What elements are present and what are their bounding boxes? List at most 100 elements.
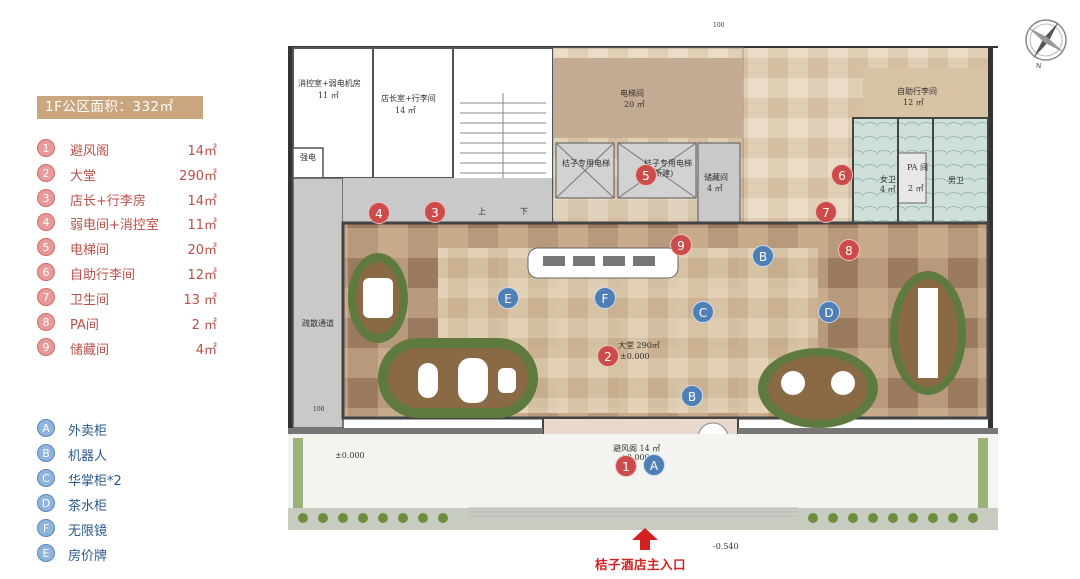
furniture-label: 房价牌: [68, 549, 108, 564]
area-number: 1: [37, 139, 55, 157]
room-area-self-luggage: 12 ㎡: [903, 98, 924, 107]
furniture-letter: D: [37, 494, 55, 512]
room-area-control: 11 ㎡: [318, 91, 339, 100]
floor-plan: [288, 46, 998, 530]
svg-text:N: N: [1036, 62, 1041, 68]
room-label-manager: 店长室+行李间: [381, 94, 436, 103]
outdoor-level: ±0.000: [335, 451, 365, 460]
furniture-letter: B: [37, 444, 55, 462]
area-number: 8: [37, 313, 55, 331]
area-number: 2: [37, 164, 55, 182]
area-number: 6: [37, 263, 55, 281]
area-item-6: 6 自助行李间 12㎡: [37, 262, 217, 283]
furniture-marker-b2: B: [681, 385, 703, 407]
area-value: 290㎡: [179, 169, 217, 184]
area-number: 3: [37, 189, 55, 207]
area-item-5: 5 电梯间 20㎡: [37, 237, 217, 258]
area-number: 9: [37, 338, 55, 356]
furniture-item-b: B 机器人: [37, 443, 197, 464]
area-item-2: 2 大堂 290㎡: [37, 163, 217, 184]
evacuation-label: 疏散通道: [302, 319, 334, 328]
elevator-right-note: (新建): [651, 169, 674, 178]
lobby-level: ±0.000: [620, 352, 650, 361]
area-number: 4: [37, 213, 55, 231]
furniture-marker-d: D: [818, 301, 840, 323]
area-label: PA间: [70, 318, 99, 333]
pa-room-label: PA 间: [907, 163, 928, 172]
area-label: 电梯间: [70, 243, 110, 258]
furniture-label: 外卖柜: [68, 424, 108, 439]
furniture-label: 机器人: [68, 449, 108, 464]
furniture-item-c: C 华掌柜*2: [37, 468, 197, 489]
furniture-item-a: A 外卖柜: [37, 418, 197, 439]
furniture-letter: C: [37, 469, 55, 487]
area-label: 自助行李间: [70, 268, 136, 283]
area-value: 2 ㎡: [191, 318, 217, 333]
furniture-item-e: E 房价牌: [37, 543, 197, 564]
furniture-label: 华掌柜*2: [68, 474, 122, 489]
furniture-item-d: D 茶水柜: [37, 493, 197, 514]
area-marker-6: 6: [831, 164, 853, 186]
area-item-8: 8 PA间 2 ㎡: [37, 312, 217, 333]
dimension-left: 100: [313, 406, 325, 413]
area-value: 14㎡: [187, 194, 217, 209]
room-label-electric: 电梯间: [620, 89, 644, 98]
vestibule-label: 避风阁 14 ㎡: [613, 444, 661, 453]
furniture-marker-a: A: [643, 454, 665, 476]
area-item-7: 7 卫生间 13 ㎡: [37, 287, 217, 308]
area-label: 避风阁: [70, 144, 110, 159]
area-value: 12㎡: [187, 268, 217, 283]
area-marker-9: 9: [670, 234, 692, 256]
room-label-control: 消控室+弱电机房: [298, 79, 361, 88]
main-entrance-label: 桔子酒店主入口: [595, 557, 687, 572]
lobby-label: 大堂 290㎡: [618, 341, 660, 350]
compass-icon: N: [1025, 19, 1067, 68]
area-marker-3: 3: [424, 201, 446, 223]
area-label: 大堂: [70, 169, 97, 184]
dimension-top: 100: [713, 22, 725, 29]
area-marker-5: 5: [635, 164, 657, 186]
street-level: -0.540: [713, 542, 739, 551]
area-marker-4: 4: [368, 202, 390, 224]
furniture-letter: A: [37, 419, 55, 437]
storage-label: 储藏间: [704, 173, 728, 182]
furniture-marker-e: E: [497, 287, 519, 309]
strong-electric-label: 强电: [300, 153, 316, 162]
room-area-electric: 20 ㎡: [624, 100, 645, 109]
furniture-letter: E: [37, 544, 55, 562]
area-label: 弱电间+消控室: [70, 218, 159, 233]
women-wc-area: 4 ㎡: [880, 185, 896, 194]
elevator-right-label: 桔子专用电梯: [644, 159, 692, 168]
area-summary-title: 1F公区面积：332㎡: [37, 96, 203, 119]
vestibule-level: ±0.000: [620, 453, 650, 462]
area-value: 13 ㎡: [183, 293, 217, 308]
storage-area: 4 ㎡: [707, 184, 723, 193]
area-value: 14㎡: [187, 144, 217, 159]
area-number: 7: [37, 288, 55, 306]
room-area-manager: 14 ㎡: [395, 106, 416, 115]
entrance-arrow-icon: [632, 528, 658, 550]
furniture-label: 茶水柜: [68, 499, 108, 514]
area-item-4: 4 弱电间+消控室 11㎡: [37, 212, 217, 233]
furniture-marker-b: B: [752, 245, 774, 267]
area-value: 20㎡: [187, 243, 217, 258]
furniture-marker-c: C: [692, 301, 714, 323]
stair-down-label: 下: [520, 207, 528, 216]
women-wc-label: 女卫: [880, 175, 896, 184]
area-item-1: 1 避风阁 14㎡: [37, 138, 217, 159]
area-label: 储藏间: [70, 343, 110, 358]
stair-up-label: 上: [478, 207, 486, 216]
furniture-label: 无限镜: [68, 524, 108, 539]
elevator-left-label: 桔子专用电梯: [562, 159, 610, 168]
area-item-9: 9 储藏间 4㎡: [37, 337, 217, 358]
area-value: 4㎡: [195, 343, 217, 358]
area-label: 卫生间: [70, 293, 110, 308]
area-number: 5: [37, 238, 55, 256]
area-marker-7: 7: [815, 201, 837, 223]
area-marker-1: 1: [615, 455, 637, 477]
area-value: 11㎡: [187, 218, 217, 233]
pa-room-area: 2 ㎡: [908, 184, 924, 193]
room-label-self-luggage: 自助行李间: [897, 87, 937, 96]
men-wc-label: 男卫: [948, 176, 964, 185]
